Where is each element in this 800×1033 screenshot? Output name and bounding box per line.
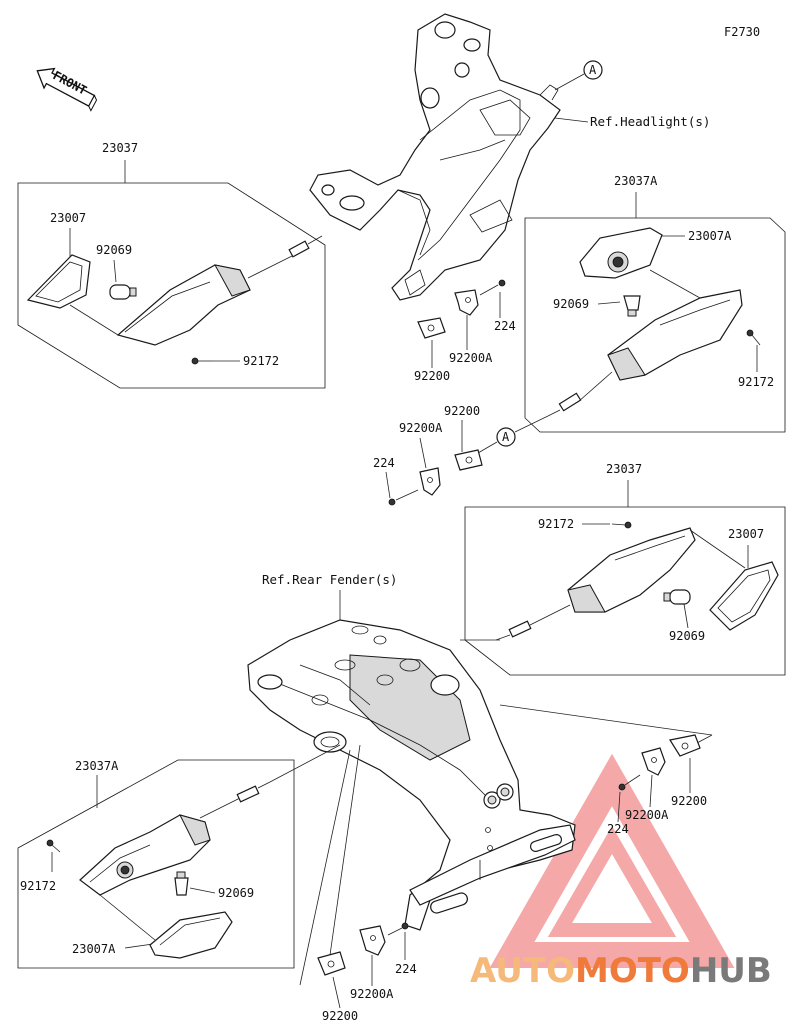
label-23037a-fr: 23037A: [614, 174, 658, 188]
bulb-92069-fl: [109, 284, 131, 300]
label-92200-fm: 92200: [444, 404, 480, 418]
group-rear-left: 23037A 92172 92069 23007A: [17, 744, 341, 969]
label-92069-rl: 92069: [218, 886, 254, 900]
lens-23007-rr: [709, 561, 779, 631]
plate-92200-rcm: [317, 951, 346, 976]
watermark-logo: [489, 753, 735, 968]
label-23037a-rl: 23037A: [75, 759, 119, 773]
ref-rear-fender: Ref.Rear Fender(s): [262, 572, 397, 587]
label-23007a-rl: 23007A: [72, 942, 116, 956]
label-92069-fl: 92069: [96, 243, 132, 257]
label-92069-fr: 92069: [553, 297, 589, 311]
label-92200-rrm: 92200: [671, 794, 707, 808]
plate-92200a-rrm: [641, 747, 666, 776]
front-arrow-icon: [36, 67, 98, 112]
label-224-rcm: 224: [395, 962, 417, 976]
group-front-right: 23037A 23007A 92069 92172: [524, 174, 786, 433]
plate-92200-rrm: [669, 734, 701, 757]
bulb-92069-fr: [623, 295, 641, 311]
headlight-bracket: [309, 13, 561, 301]
plate-92200-fc: [417, 317, 446, 339]
callout-a-top: [583, 60, 603, 80]
label-92200a-rcm: 92200A: [350, 987, 394, 1001]
label-23007a-fr: 23007A: [688, 229, 732, 243]
bulb-92069-rr: [669, 589, 691, 605]
label-23007-rr: 23007: [728, 527, 764, 541]
callout-a-mid: [496, 427, 516, 447]
lens-23007-fl: [26, 254, 91, 309]
label-92200a-fc: 92200A: [449, 351, 493, 365]
plate-92200a-fc: [454, 289, 479, 316]
group-front-left: 23037 23007 92069 92172: [17, 141, 326, 389]
group-rear-right-mount: 92200 92200A 224: [499, 704, 713, 836]
label-23037-rr: 23037: [606, 462, 642, 476]
group-rear-center-mount: 92200 92200A 224: [299, 744, 417, 1023]
label-92200a-rrm: 92200A: [625, 808, 669, 822]
watermark-inner-triangle: [547, 826, 677, 937]
label-92200-fc: 92200: [414, 369, 450, 383]
label-23007-fl: 23007: [50, 211, 86, 225]
callout-a-mid-letter: A: [502, 430, 510, 444]
plate-92200-fm: [454, 449, 483, 471]
label-224-fm: 224: [373, 456, 395, 470]
group-rear-right: 23037 92172 23007 92069: [464, 462, 786, 676]
label-92200-rcm: 92200: [322, 1009, 358, 1023]
group-front-center: 224 92200A 92200: [414, 279, 516, 383]
bulb-92069-rl: [174, 877, 189, 896]
rear-fender: [247, 619, 576, 931]
label-92172-rr: 92172: [538, 517, 574, 531]
label-92172-rl: 92172: [20, 879, 56, 893]
label-92172-fl: 92172: [243, 354, 279, 368]
plate-92200a-fm: [419, 467, 441, 496]
label-92172-fr: 92172: [738, 375, 774, 389]
watermark-triangle: [489, 753, 735, 968]
callout-a-top-letter: A: [589, 63, 597, 77]
label-92069-rr: 92069: [669, 629, 705, 643]
label-92200a-fm: 92200A: [399, 421, 443, 435]
label-224-rrm: 224: [607, 822, 629, 836]
figure-id: F2730: [724, 25, 760, 39]
label-224-fc: 224: [494, 319, 516, 333]
ref-headlight: Ref.Headlight(s): [590, 114, 710, 129]
group-front-mid: A 92200 92200A 224: [373, 404, 549, 506]
label-23037-fl: 23037: [102, 141, 138, 155]
watermark-text: AUTOMOTOHUB: [470, 951, 772, 991]
lens-23007a-rl: [149, 911, 233, 959]
